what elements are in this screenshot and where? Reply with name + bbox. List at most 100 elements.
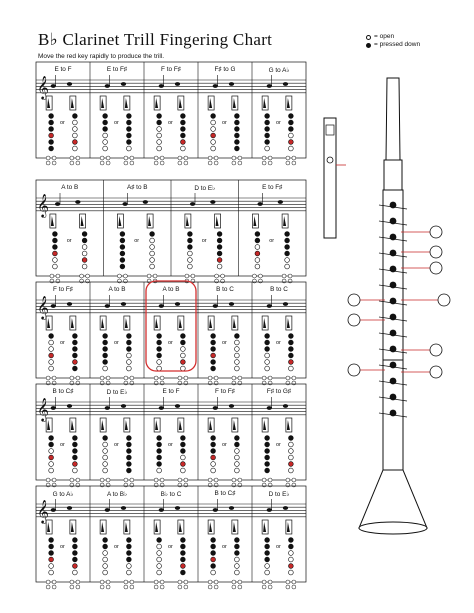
register-key <box>178 318 182 328</box>
tone-hole <box>254 244 261 250</box>
tone-hole <box>102 139 108 145</box>
register-key <box>286 318 290 328</box>
tone-hole <box>210 556 216 563</box>
note-head <box>50 406 56 410</box>
tone-hole <box>72 454 78 461</box>
pinky-key <box>231 477 237 483</box>
tone-hole <box>264 441 270 448</box>
thumb-key <box>207 95 215 111</box>
note-head <box>174 82 181 86</box>
tone-hole <box>72 126 78 132</box>
pinky-key <box>267 477 273 483</box>
tone-hole <box>288 461 294 467</box>
tone-hole <box>216 250 223 257</box>
tone-hole <box>264 543 270 550</box>
tone-hole <box>288 359 294 365</box>
tone-hole <box>210 132 216 139</box>
tone-hole <box>156 537 162 543</box>
tone-hole <box>48 119 54 126</box>
tone-hole <box>216 231 223 237</box>
pinky-key <box>99 160 105 166</box>
or-label: or <box>276 544 281 550</box>
tone-hole <box>288 346 294 352</box>
tone-hole <box>72 359 78 365</box>
pinky-key <box>51 375 57 381</box>
pinky-key <box>69 477 75 483</box>
pinky-key <box>51 160 57 166</box>
note-head <box>228 302 235 306</box>
tone-hole <box>102 365 108 372</box>
pinky-key <box>231 579 237 585</box>
tone-hole <box>264 113 270 119</box>
tone-hole <box>102 359 108 365</box>
pinky-key <box>237 375 243 381</box>
register-key <box>101 98 105 108</box>
pinky-key <box>267 375 273 381</box>
tone-hole <box>234 454 240 461</box>
trill-label: B to C♯ <box>52 388 74 395</box>
pinky-key <box>285 160 291 166</box>
pinky-key <box>45 579 51 585</box>
pinky-key <box>291 155 297 161</box>
pinky-key <box>146 273 152 279</box>
thumb-key <box>99 95 107 111</box>
key-callout <box>429 225 443 239</box>
tone-hole <box>48 352 54 359</box>
pinky-key <box>49 278 55 284</box>
tone-hole <box>254 263 261 270</box>
treble-clef: 𝄞 <box>37 295 49 320</box>
thumb-key <box>285 519 293 535</box>
tone-hole <box>210 563 216 569</box>
tone-hole <box>264 365 270 372</box>
note-head <box>50 84 56 88</box>
tone-hole <box>180 333 186 339</box>
tone-hole <box>102 467 108 474</box>
tone-hole <box>81 263 88 270</box>
note-head <box>66 404 73 408</box>
tone-hole <box>126 537 132 543</box>
pinky-key <box>129 584 135 590</box>
pinky-key <box>190 273 196 279</box>
tone-hole <box>48 359 54 365</box>
tone-hole <box>264 126 270 132</box>
note-head <box>50 508 56 512</box>
treble-clef: 𝄞 <box>37 75 49 100</box>
tone-hole <box>210 448 216 454</box>
pinky-key <box>183 380 189 386</box>
note-head <box>66 506 73 510</box>
tone-hole <box>210 333 216 339</box>
pinky-key <box>105 380 111 386</box>
register-key <box>232 318 236 328</box>
pinky-key <box>159 380 165 386</box>
tone-hole <box>102 132 108 139</box>
tone-hole <box>126 556 132 563</box>
thumb-key <box>117 213 124 229</box>
or-label: or <box>60 120 65 126</box>
tone-hole <box>126 119 132 126</box>
key-callout <box>429 261 443 275</box>
pinky-key <box>237 155 243 161</box>
tone-hole <box>149 237 155 244</box>
key-rod <box>378 348 408 354</box>
note-head <box>174 506 181 510</box>
tone-hole <box>288 537 294 543</box>
pinky-key <box>105 155 111 161</box>
pinky-key <box>105 584 111 590</box>
tone-hole <box>187 250 193 257</box>
pinky-key <box>231 160 237 166</box>
pinky-key <box>261 380 267 386</box>
note-head <box>158 406 164 410</box>
pinky-key <box>55 273 61 279</box>
pinky-key <box>177 584 183 590</box>
pinky-key <box>159 477 165 483</box>
pinky-key <box>252 278 257 284</box>
or-label: or <box>276 340 281 346</box>
pinky-key <box>51 584 57 590</box>
trill-label: A♯ to B <box>126 184 148 191</box>
tone-hole <box>210 543 216 550</box>
tone-hole <box>102 113 108 119</box>
tone-hole <box>234 467 240 474</box>
pinky-key <box>177 482 183 488</box>
pinky-key <box>207 584 213 590</box>
pinky-key <box>231 375 237 381</box>
